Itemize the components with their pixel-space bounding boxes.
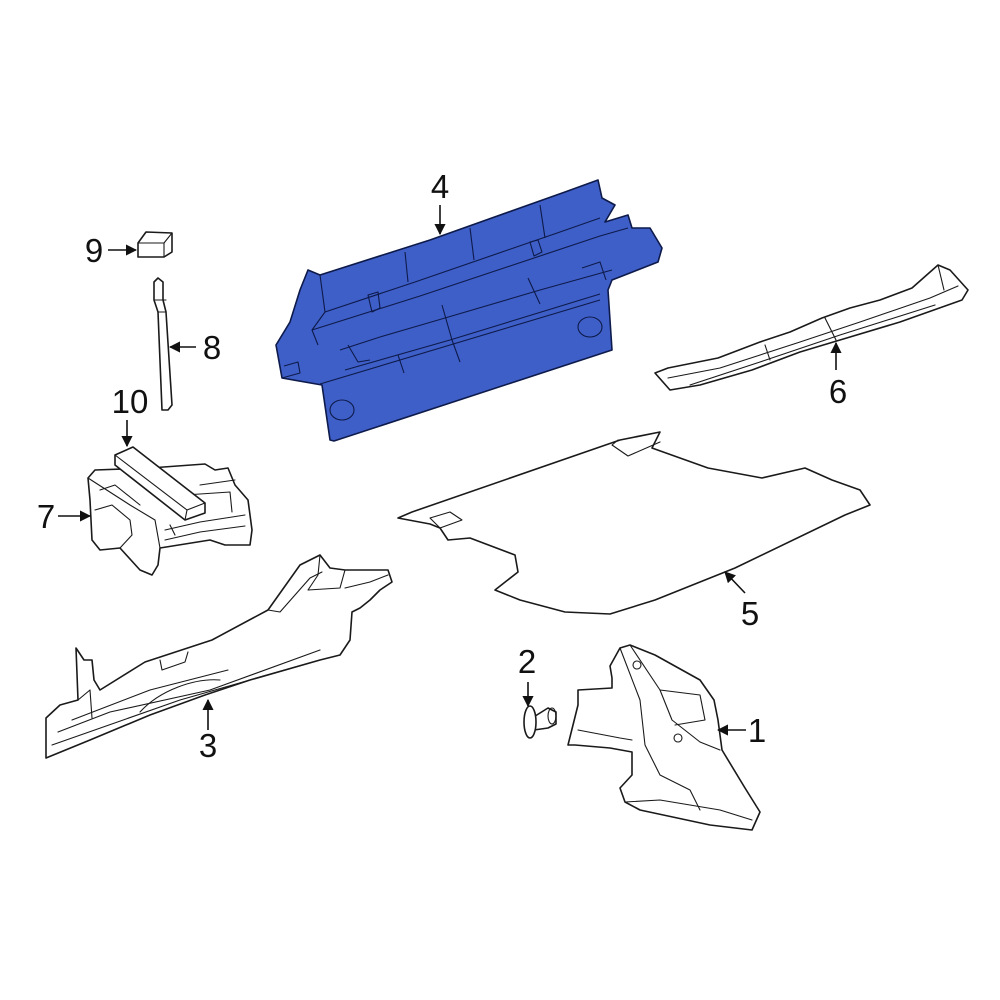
callout-labels: 1 2 3 4 5 6 7 8 9 10 [37, 168, 847, 764]
callout-leaders [58, 205, 842, 736]
part-4-rear-panel[interactable] [275, 179, 663, 442]
callout-1: 1 [748, 712, 766, 749]
part-10-wedge-block[interactable] [114, 446, 206, 521]
callout-7: 7 [37, 498, 55, 535]
callout-6: 6 [829, 373, 847, 410]
part-9-plug[interactable] [137, 231, 173, 258]
callout-8: 8 [203, 329, 221, 366]
callout-5: 5 [741, 595, 759, 632]
part-8-rod[interactable] [153, 277, 173, 411]
part-7-jack-tray[interactable] [87, 463, 253, 576]
leader-5 [724, 571, 746, 594]
callout-3: 3 [199, 727, 217, 764]
callout-9: 9 [85, 232, 103, 269]
part-1-wheelhouse-panel[interactable] [567, 644, 761, 831]
callout-10: 10 [112, 383, 149, 420]
part-2-clip[interactable] [523, 705, 557, 739]
callout-4: 4 [431, 168, 449, 205]
callout-2: 2 [518, 643, 536, 680]
part-5-floor-mat[interactable] [397, 431, 871, 615]
part-6-trim-rail[interactable] [654, 264, 969, 391]
part-3-side-rail[interactable] [45, 554, 393, 759]
